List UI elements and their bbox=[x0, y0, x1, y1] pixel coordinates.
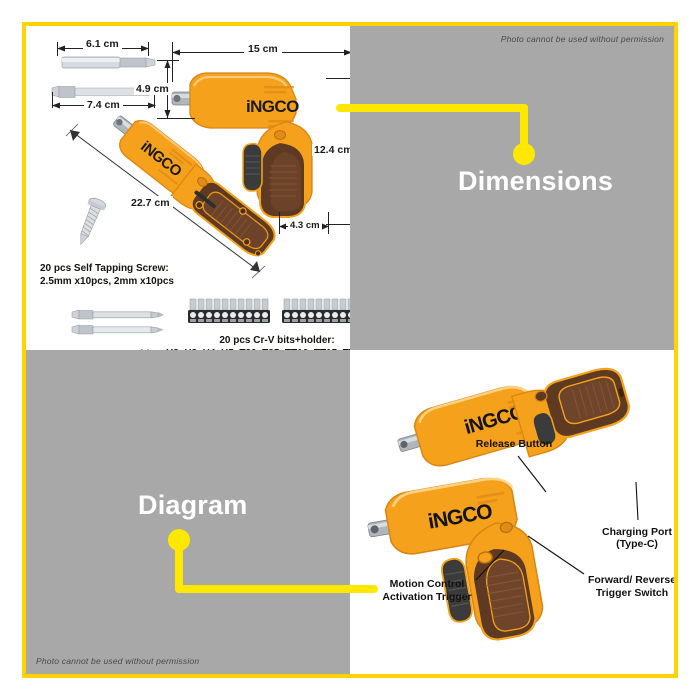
dim-tick bbox=[52, 92, 53, 108]
panel-dimensions-label: Photo cannot be used without permission … bbox=[350, 26, 674, 350]
dim-ext bbox=[328, 212, 329, 234]
accessory-crv-title: 2 pcs 50mm Cr-V bits: bbox=[34, 348, 184, 350]
callout-motion-control-line1: Motion Control bbox=[389, 578, 465, 590]
dim-tool-head-height: 4.9 cm bbox=[134, 83, 171, 95]
cr-v-bits-pair-illustration bbox=[71, 309, 164, 335]
accessory-bits-title: 20 pcs Cr-V bits+holder: bbox=[219, 335, 335, 346]
screwdriver-extended-illustration: iNGCO bbox=[113, 115, 276, 257]
self-tapping-screw-illustration bbox=[80, 197, 107, 246]
connector-dimensions-vertical bbox=[520, 104, 528, 152]
dim-tool-length-extended: 22.7 cm bbox=[128, 196, 173, 210]
callout-motion-control-line2: Activation Trigger bbox=[382, 591, 472, 603]
screwdriver-upper-illustration: iNGCO bbox=[397, 367, 630, 467]
leader-charging-port bbox=[635, 481, 639, 521]
watermark-top: Photo cannot be used without permission bbox=[500, 34, 664, 44]
panel-callouts: iNGCO bbox=[350, 350, 674, 674]
svg-text:iNGCO: iNGCO bbox=[246, 97, 299, 116]
dim-ext bbox=[326, 78, 350, 79]
diagram-title: Diagram bbox=[138, 490, 248, 520]
connector-diagram-dot bbox=[168, 529, 190, 551]
dim-arrows bbox=[279, 223, 329, 230]
dim-tick bbox=[148, 42, 149, 56]
callout-forward-reverse-line1: Forward/ Reverse bbox=[587, 574, 674, 586]
dim-tick bbox=[57, 42, 58, 56]
dim-arrows bbox=[57, 45, 149, 52]
dim-ext bbox=[157, 118, 195, 119]
watermark-bottom: Photo cannot be used without permission bbox=[36, 656, 200, 666]
bit-holder-strips-illustration bbox=[188, 298, 350, 323]
callout-release-button: Release Button bbox=[475, 438, 553, 450]
dim-tool-length-folded: 15 cm bbox=[244, 43, 282, 55]
dim-handle-width: 4.3 cm bbox=[288, 220, 322, 231]
leader-motion-control bbox=[475, 549, 505, 581]
leader-release-button bbox=[517, 455, 547, 493]
accessory-screw-detail: 2.5mm x10pcs, 2mm x10pcs bbox=[40, 276, 174, 287]
dim-arrows bbox=[164, 60, 171, 118]
dim-bit-holder-length: 6.1 cm bbox=[83, 38, 122, 50]
dim-ext bbox=[172, 42, 173, 82]
dim-bit-length: 7.4 cm bbox=[84, 99, 123, 111]
panel-diagram-label: Photo cannot be used without permission … bbox=[26, 350, 350, 674]
panel-specifications: 6.1 cm 7.4 cm iNGCO bbox=[26, 26, 350, 350]
dim-ext bbox=[279, 212, 280, 234]
bit-holder-illustration bbox=[61, 56, 156, 69]
accessory-screw-title: 20 pcs Self Tapping Screw: bbox=[40, 263, 169, 274]
connector-diagram-horizontal bbox=[175, 585, 378, 593]
callout-forward-reverse-line2: Trigger Switch bbox=[595, 587, 669, 599]
connector-diagram-vertical bbox=[175, 545, 183, 593]
dimensions-title: Dimensions bbox=[458, 166, 614, 196]
connector-dimensions-horizontal bbox=[336, 104, 528, 112]
dim-ext bbox=[157, 60, 179, 61]
dim-ext bbox=[326, 224, 350, 225]
dim-arrows bbox=[52, 102, 156, 109]
callout-charging-port-line1: Charging Port bbox=[602, 526, 672, 538]
dim-tick bbox=[154, 92, 155, 108]
leader-forward-reverse bbox=[527, 535, 585, 575]
dim-tool-height: 12.4 cm bbox=[312, 144, 350, 156]
screwdriver-lower-illustration: iNGCO bbox=[367, 477, 544, 641]
accessory-bits-line1: H2, H3, H4, H5, T20, T25, TT10, TT15, TT… bbox=[166, 347, 350, 350]
screwdriver-folded-illustration: iNGCO bbox=[171, 72, 313, 218]
dim-arrows bbox=[172, 49, 350, 56]
callout-charging-port-line2: (Type-C) bbox=[616, 538, 658, 550]
connector-dimensions-dot bbox=[513, 143, 535, 165]
